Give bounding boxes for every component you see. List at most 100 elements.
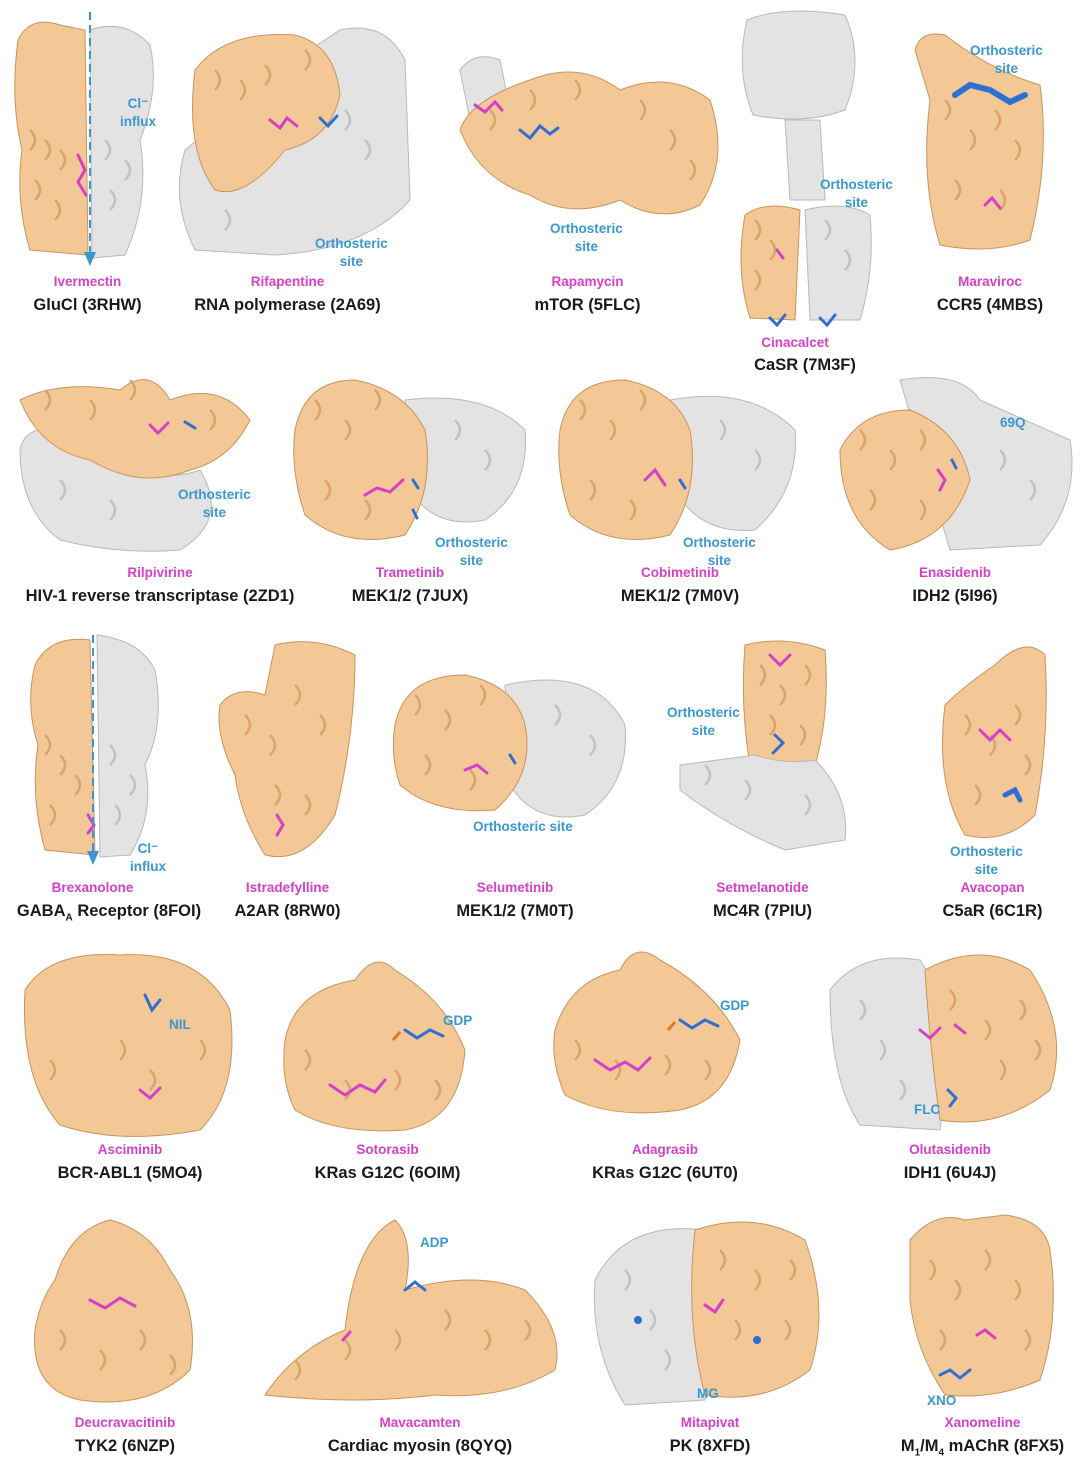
structure-mek-7m0t	[392, 674, 626, 818]
panel-mek-7m0v: Orthosteric site Cobimetinib MEK1/2 (7M0…	[550, 340, 810, 620]
protein-label-c5ar: C5aR (6C1R)	[942, 902, 1043, 920]
site-label-casr: Orthosteric site	[820, 177, 893, 210]
protein-label-machr-text: M1/M4 mAChR (8FX5)	[900, 1437, 1065, 1459]
structure-idh2	[839, 377, 1073, 551]
drug-label-rifapentine: Rifapentine	[250, 274, 325, 289]
protein-label-mc4r: MC4R (7PIU)	[712, 902, 812, 920]
panel-pk: MG Mitapivat PK (8XFD)	[585, 1200, 835, 1462]
structure-cardiac-myosin	[264, 1219, 558, 1401]
drug-label-asciminib: Asciminib	[97, 1142, 163, 1157]
protein-label-gabaa-text: GABAA Receptor (8FOI)	[16, 902, 202, 924]
panel-bcr-abl1: NIL Asciminib BCR-ABL1 (5MO4)	[0, 930, 260, 1190]
structure-mtor	[459, 56, 719, 215]
site-label-idh1: FLC	[914, 1102, 941, 1117]
protein-label-mek-7m0v: MEK1/2 (7M0V)	[620, 587, 740, 605]
site-label-kras-6ut0: GDP	[720, 998, 750, 1013]
structure-ccr5	[914, 33, 1044, 250]
drug-label-rapamycin: Rapamycin	[551, 274, 624, 289]
drug-label-selumetinib: Selumetinib	[476, 880, 554, 895]
protein-label-idh1: IDH1 (6U4J)	[903, 1164, 997, 1182]
drug-label-ivermectin: Ivermectin	[53, 274, 122, 289]
panel-cardiac-myosin: ADP Mavacamten Cardiac myosin (8QYQ)	[255, 1200, 585, 1462]
site-label-mek-7m0t: Orthosteric site	[473, 819, 573, 834]
structure-idh1	[829, 954, 1058, 1131]
protein-label-bcr-abl1: BCR-ABL1 (5MO4)	[57, 1164, 203, 1182]
protein-label-kras-6ut0: KRas G12C (6UT0)	[592, 1164, 738, 1182]
panel-gabaa: Cl⁻ influx Brexanolone GABAA Receptor (8…	[0, 615, 220, 925]
structure-pk	[593, 1221, 820, 1406]
structure-casr	[740, 10, 872, 328]
site-label-mek-7jux: Orthosteric site	[435, 535, 508, 568]
drug-label-brexanolone: Brexanolone	[51, 880, 134, 895]
protein-label-gabaa: GABAA Receptor (8FOI)	[0, 902, 218, 923]
structure-mek-7jux	[293, 379, 526, 540]
panel-a2ar: Istradefylline A2AR (8RW0)	[205, 615, 370, 925]
drug-label-mavacamten: Mavacamten	[379, 1415, 461, 1430]
structure-mek-7m0v	[558, 379, 796, 540]
drug-label-maraviroc: Maraviroc	[958, 274, 1022, 289]
drug-label-enasidenib: Enasidenib	[918, 565, 991, 580]
panel-hiv-rt: Orthosteric site Rilpivirine HIV-1 rever…	[0, 340, 320, 620]
drug-label-rilpivirine: Rilpivirine	[127, 565, 193, 580]
protein-label-rna-polymerase: RNA polymerase (2A69)	[194, 296, 381, 314]
structure-mc4r	[679, 640, 847, 851]
panel-kras-6oim: GDP Sotorasib KRas G12C (6OIM)	[265, 930, 510, 1190]
drug-label-olutasidenib: Olutasidenib	[909, 1142, 991, 1157]
drug-label-setmelanotide: Setmelanotide	[716, 880, 809, 895]
structure-rna-polymerase	[178, 27, 411, 256]
structure-hiv-rt	[19, 379, 251, 552]
protein-label-mtor: mTOR (5FLC)	[534, 296, 641, 314]
site-label-ccr5: Orthosteric site	[970, 43, 1043, 76]
panel-mtor: Orthosteric site Rapamycin mTOR (5FLC)	[440, 0, 735, 330]
drug-label-avacopan: Avacopan	[960, 880, 1025, 895]
site-label-machr: XNO	[927, 1393, 957, 1408]
site-label-c5ar: Orthosteric site	[950, 844, 1023, 877]
panel-casr: Orthosteric site Cinacalcet CaSR (7M3F)	[725, 0, 920, 380]
panel-kras-6ut0: GDP Adagrasib KRas G12C (6UT0)	[540, 930, 790, 1190]
site-label-idh2: 69Q	[1000, 415, 1026, 430]
panel-idh1: FLC Olutasidenib IDH1 (6U4J)	[820, 930, 1080, 1190]
site-label-bcr-abl1: NIL	[169, 1017, 191, 1032]
structure-a2ar	[218, 641, 356, 858]
structure-glucl	[14, 12, 154, 266]
structure-machr	[909, 1214, 1054, 1397]
panel-rna-polymerase: Orthosteric site Rifapentine RNA polymer…	[165, 0, 411, 330]
structure-kras-6oim	[283, 961, 466, 1132]
protein-label-cardiac-myosin: Cardiac myosin (8QYQ)	[327, 1437, 513, 1455]
site-label-kras-6oim: GDP	[443, 1013, 473, 1028]
site-label-pk: MG	[697, 1386, 719, 1401]
drug-label-mitapivat: Mitapivat	[680, 1415, 740, 1430]
drug-label-adagrasib: Adagrasib	[631, 1142, 699, 1157]
panel-tyk2: Deucravacitinib TYK2 (6NZP)	[0, 1200, 250, 1462]
site-label-cardiac-myosin: ADP	[420, 1235, 449, 1250]
protein-label-glucl: GluCl (3RHW)	[33, 296, 142, 314]
panel-c5ar: Orthosteric site Avacopan C5aR (6C1R)	[905, 615, 1080, 925]
panel-mek-7m0t: Orthosteric site Selumetinib MEK1/2 (7M0…	[385, 615, 645, 925]
protein-label-mek-7jux: MEK1/2 (7JUX)	[351, 587, 469, 605]
panel-machr: XNO Xanomeline M1/M4 mAChR (8FX5)	[885, 1200, 1080, 1462]
protein-label-idh2: IDH2 (5I96)	[912, 587, 998, 605]
protein-label-mek-7m0t: MEK1/2 (7M0T)	[456, 902, 574, 920]
panel-mc4r: Orthosteric site Setmelanotide MC4R (7PI…	[665, 615, 860, 925]
structure-c5ar	[942, 646, 1047, 838]
protein-label-a2ar: A2AR (8RW0)	[234, 902, 341, 920]
protein-label-tyk2: TYK2 (6NZP)	[75, 1437, 175, 1455]
protein-label-casr: CaSR (7M3F)	[754, 356, 856, 374]
drug-label-xanomeline: Xanomeline	[944, 1415, 1021, 1430]
structure-tyk2	[34, 1219, 193, 1403]
drug-label-cinacalcet: Cinacalcet	[761, 335, 829, 350]
protein-label-ccr5: CCR5 (4MBS)	[936, 296, 1044, 314]
site-label-mc4r: Orthosteric site	[667, 705, 740, 738]
panel-glucl: Cl⁻ influx Ivermectin GluCl (3RHW)	[0, 0, 175, 330]
drug-label-deucravacitinib: Deucravacitinib	[74, 1415, 176, 1430]
structure-kras-6ut0	[553, 951, 741, 1114]
site-label-mek-7m0v: Orthosteric site	[683, 535, 756, 568]
protein-label-pk: PK (8XFD)	[669, 1437, 751, 1455]
drug-label-trametinib: Trametinib	[375, 565, 445, 580]
site-label-mtor: Orthosteric site	[550, 221, 623, 254]
site-label-hiv-rt: Orthosteric site	[178, 487, 251, 520]
site-label-glucl: Cl⁻ influx	[120, 96, 156, 129]
structure-gabaa	[30, 634, 159, 865]
protein-label-hiv-rt: HIV-1 reverse transcriptase (2ZD1)	[25, 587, 295, 605]
protein-label-kras-6oim: KRas G12C (6OIM)	[314, 1164, 461, 1182]
